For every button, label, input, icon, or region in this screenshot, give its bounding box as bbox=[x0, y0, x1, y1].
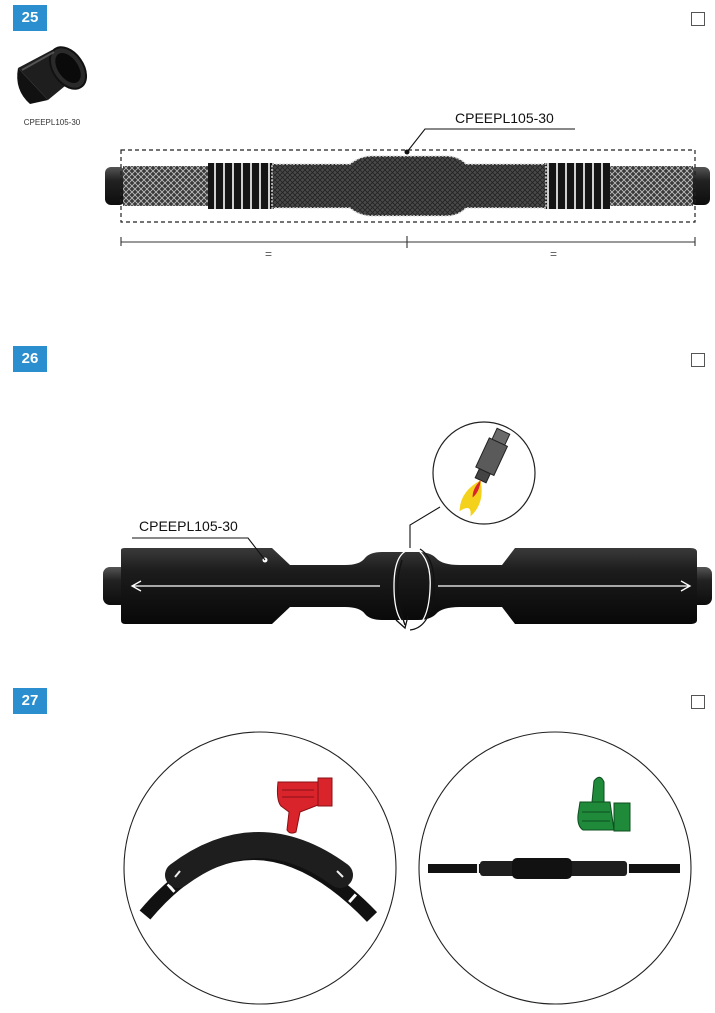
step-26-badge: 26 bbox=[13, 346, 47, 372]
cable-assembly-step26 bbox=[103, 506, 712, 631]
thumbs-down-icon bbox=[276, 777, 333, 834]
sleeve-thumbnail bbox=[17, 46, 88, 104]
step-25-badge: 25 bbox=[13, 5, 47, 31]
sleeve-thumbnail-label: CPEEPL105-30 bbox=[23, 118, 81, 127]
step-25-part-callout: CPEEPL105-30 bbox=[455, 110, 554, 126]
cable-assembly-step25 bbox=[105, 128, 710, 248]
step-27-checkbox[interactable] bbox=[691, 695, 705, 709]
heat-torch-inset bbox=[432, 421, 536, 525]
step-25-checkbox[interactable] bbox=[691, 12, 705, 26]
step-26-part-callout: CPEEPL105-30 bbox=[139, 518, 238, 534]
step-27-badge: 27 bbox=[13, 688, 47, 714]
equal-length-left: = bbox=[265, 247, 273, 261]
thumbs-up-icon bbox=[577, 776, 631, 832]
equal-length-right: = bbox=[550, 247, 558, 261]
correct-straight-circle bbox=[418, 731, 692, 1005]
step-26-checkbox[interactable] bbox=[691, 353, 705, 367]
incorrect-bend-circle bbox=[123, 731, 397, 1005]
